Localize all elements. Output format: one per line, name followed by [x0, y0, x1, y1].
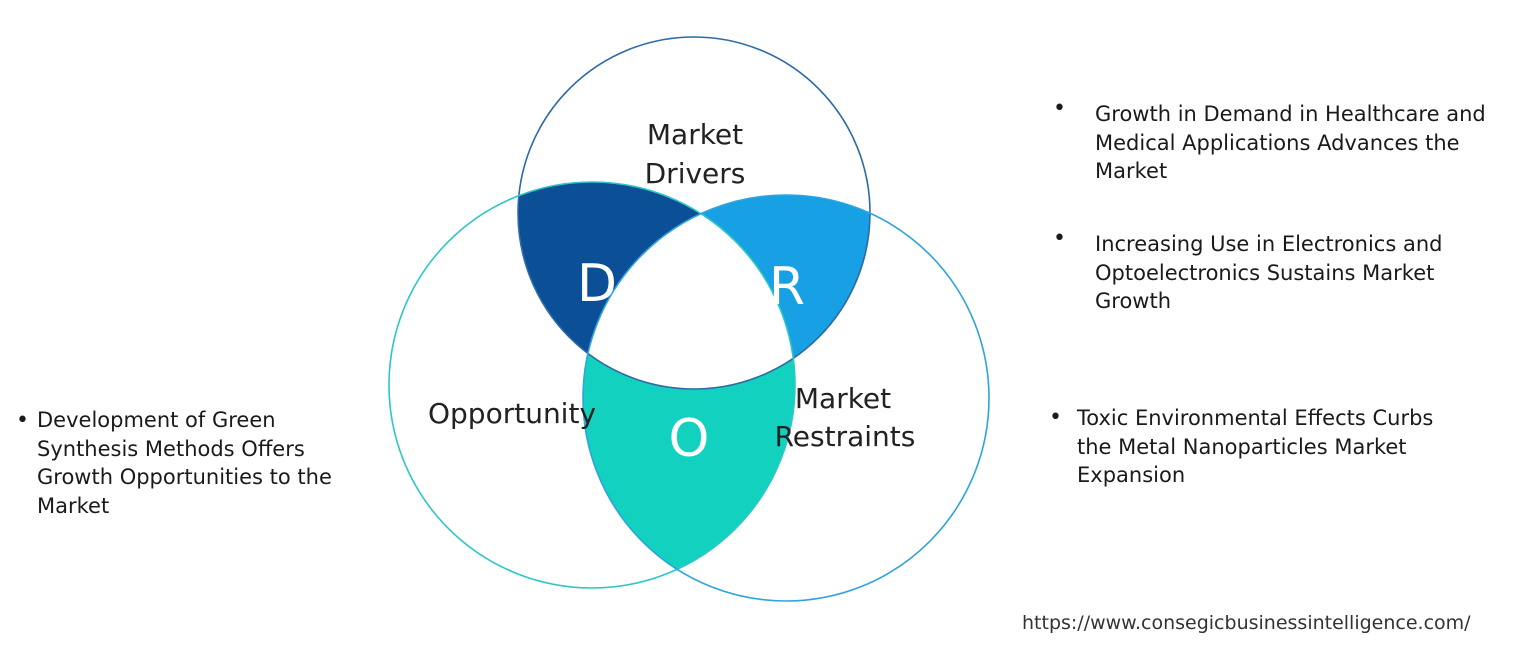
source-url: https://www.consegicbusinessintelligence…: [1022, 612, 1471, 634]
drivers-bullet-2: • Increasing Use in Electronics and Opto…: [1053, 228, 1495, 316]
letter-d: D: [577, 254, 617, 314]
restraints-label-line-1: Market: [795, 382, 891, 415]
letter-o: O: [669, 409, 710, 469]
opportunity-bullet-1: • Development of Green Synthesis Methods…: [16, 406, 377, 520]
restraints-label-line-2: Restraints: [775, 420, 916, 453]
drivers-bullet-1-text: Growth in Demand in Healthcare and Medic…: [1095, 102, 1486, 183]
restraints-bullet-1: • Toxic Environmental Effects Curbs the …: [1049, 404, 1457, 490]
bullet-dot: •: [1053, 96, 1066, 121]
drivers-label-line-2: Drivers: [645, 157, 746, 190]
opportunity-bullet-1-text: Development of Green Synthesis Methods O…: [37, 408, 332, 518]
letter-r: R: [769, 257, 805, 317]
drivers-bullet-2-text: Increasing Use in Electronics and Optoel…: [1095, 232, 1443, 313]
opportunity-circle: [388, 181, 796, 589]
opportunity-label: Opportunity: [428, 397, 596, 430]
drivers-label-line-1: Market: [647, 118, 743, 151]
drivers-bullet-1: • Growth in Demand in Healthcare and Med…: [1053, 98, 1515, 186]
bullet-dot: •: [1049, 405, 1062, 430]
bullet-dot: •: [16, 408, 29, 433]
market-restraints-circle: [582, 194, 990, 602]
bullet-dot: •: [1053, 226, 1066, 251]
restraints-bullet-1-text: Toxic Environmental Effects Curbs the Me…: [1077, 406, 1434, 487]
